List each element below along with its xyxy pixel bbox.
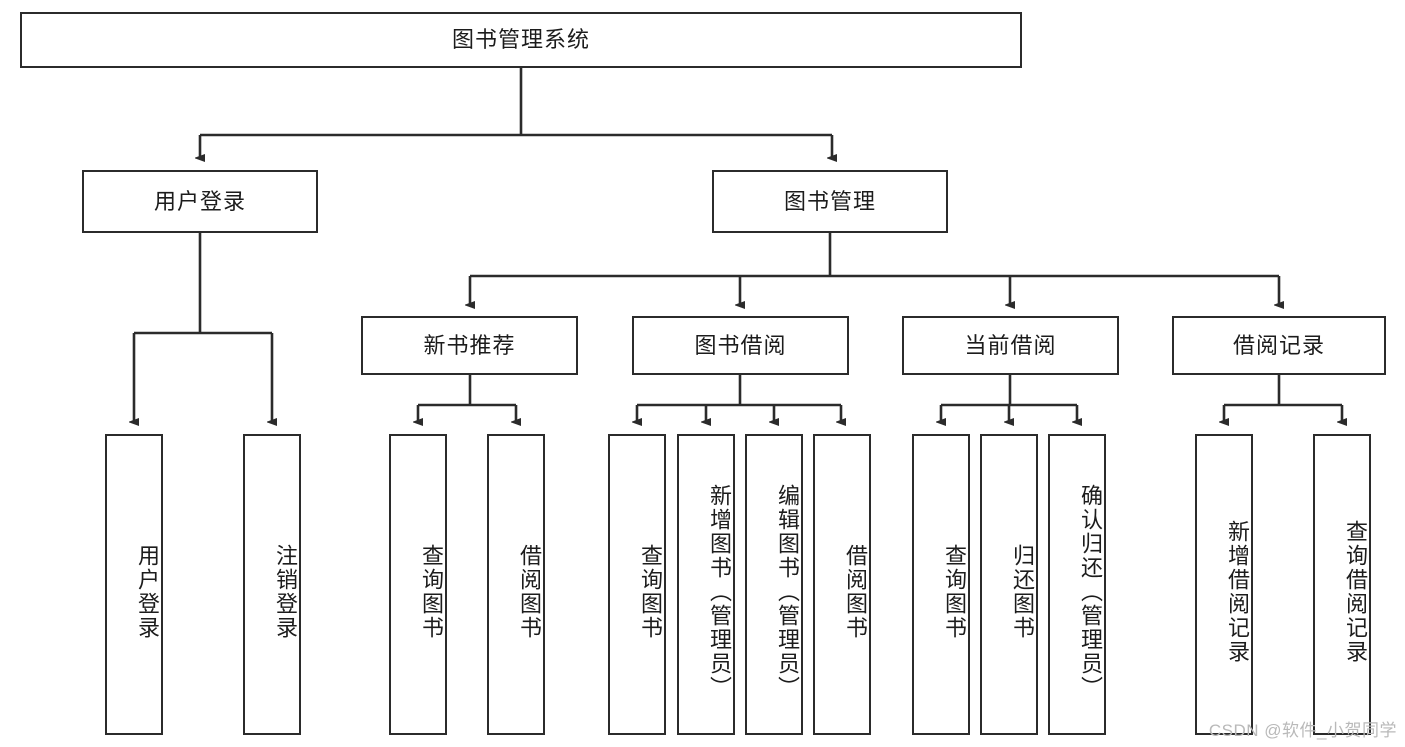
node-leaf-query-book-2-label: 查询图书 <box>638 543 663 640</box>
node-root-label: 图书管理系统 <box>451 27 590 53</box>
node-leaf-borrow-book-1[interactable]: 借阅图书 <box>487 434 545 735</box>
node-current-borrow-label: 当前借阅 <box>964 332 1057 358</box>
node-leaf-add-record-label: 新增借阅记录 <box>1225 519 1250 664</box>
node-leaf-logout-login-label: 注销登录 <box>273 543 298 640</box>
node-leaf-confirm-return[interactable]: 确认归还（管理员） <box>1048 434 1106 735</box>
node-leaf-borrow-book-1-label: 借阅图书 <box>517 543 542 640</box>
node-book-manage-label: 图书管理 <box>783 188 876 214</box>
node-book-borrow-label: 图书借阅 <box>694 332 787 358</box>
node-leaf-user-login[interactable]: 用户登录 <box>105 434 163 735</box>
node-user-login-label: 用户登录 <box>153 188 246 214</box>
node-current-borrow[interactable]: 当前借阅 <box>902 316 1119 375</box>
node-leaf-query-book-1[interactable]: 查询图书 <box>389 434 447 735</box>
node-new-book-recommend[interactable]: 新书推荐 <box>361 316 578 375</box>
node-leaf-borrow-book-2[interactable]: 借阅图书 <box>813 434 871 735</box>
node-leaf-add-record[interactable]: 新增借阅记录 <box>1195 434 1253 735</box>
node-leaf-return-book-label: 归还图书 <box>1010 543 1035 640</box>
node-book-manage[interactable]: 图书管理 <box>712 170 948 233</box>
node-new-book-recommend-label: 新书推荐 <box>423 332 516 358</box>
node-leaf-query-record-label: 查询借阅记录 <box>1343 519 1368 664</box>
node-leaf-query-book-3[interactable]: 查询图书 <box>912 434 970 735</box>
node-book-borrow[interactable]: 图书借阅 <box>632 316 849 375</box>
node-leaf-return-book[interactable]: 归还图书 <box>980 434 1038 735</box>
node-borrow-record[interactable]: 借阅记录 <box>1172 316 1386 375</box>
node-leaf-add-book[interactable]: 新增图书（管理员） <box>677 434 735 735</box>
node-leaf-logout-login[interactable]: 注销登录 <box>243 434 301 735</box>
node-root[interactable]: 图书管理系统 <box>20 12 1022 68</box>
node-leaf-confirm-return-label: 确认归还（管理员） <box>1078 483 1103 700</box>
node-leaf-query-book-1-label: 查询图书 <box>419 543 444 640</box>
node-leaf-add-book-label: 新增图书（管理员） <box>707 483 732 700</box>
node-leaf-edit-book[interactable]: 编辑图书（管理员） <box>745 434 803 735</box>
node-user-login[interactable]: 用户登录 <box>82 170 318 233</box>
node-leaf-query-book-2[interactable]: 查询图书 <box>608 434 666 735</box>
node-leaf-edit-book-label: 编辑图书（管理员） <box>775 483 800 700</box>
node-leaf-user-login-label: 用户登录 <box>135 543 160 640</box>
node-leaf-query-record[interactable]: 查询借阅记录 <box>1313 434 1371 735</box>
node-leaf-borrow-book-2-label: 借阅图书 <box>843 543 868 640</box>
node-borrow-record-label: 借阅记录 <box>1232 332 1325 358</box>
node-leaf-query-book-3-label: 查询图书 <box>942 543 967 640</box>
